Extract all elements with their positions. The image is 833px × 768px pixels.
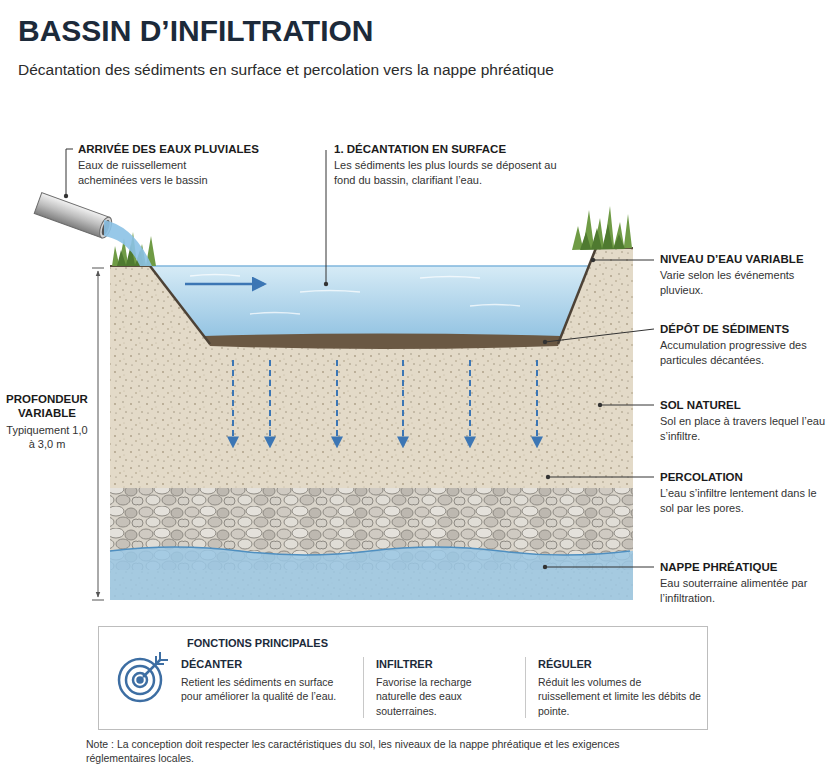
callout-text: Les sédiments les plus lourds se déposen…	[334, 158, 570, 187]
function-column: INFILTRER Favorise la recharge naturelle …	[363, 657, 513, 718]
node-text: Favorise la recharge naturelle des eaux …	[376, 675, 513, 718]
inflow-water	[104, 220, 152, 266]
leader-dot	[64, 194, 68, 198]
grass	[572, 206, 632, 250]
callout-heading: DÉPÔT DE SÉDIMENTS	[660, 322, 826, 336]
leader-line	[593, 260, 654, 261]
percolation-arrow	[536, 360, 538, 446]
callout-heading: NIVEAU D’EAU VARIABLE	[660, 252, 826, 266]
node-heading: DÉCANTER	[181, 657, 351, 671]
leader-dot	[598, 403, 602, 407]
leader-line	[600, 405, 654, 406]
subtitle: Décantation des sédiments en surface et …	[18, 60, 808, 79]
callout-text: Eaux de ruissellement acheminées vers le…	[78, 158, 233, 187]
node-heading: INFILTRER	[376, 657, 513, 671]
leader-line	[326, 150, 327, 284]
percolation-arrow	[336, 360, 338, 446]
callout-heading: 1. DÉCANTATION EN SURFACE	[334, 142, 570, 156]
basin-water	[150, 266, 589, 338]
callout-heading: PERCOLATION	[660, 470, 826, 484]
groundwater-surface	[110, 547, 630, 555]
target-arrow	[143, 660, 160, 677]
callout-text: Varie selon les événements pluvieux.	[660, 268, 826, 297]
callout-text: L’eau s’infiltre lentement dans le sol p…	[660, 486, 826, 515]
node-heading: FONCTIONS PRINCIPALES	[187, 636, 707, 650]
pipe-body	[34, 193, 109, 238]
leader-dots	[64, 194, 602, 569]
inlet-pipe	[34, 193, 114, 240]
node-text: Retient les sédiments en surface pour am…	[181, 675, 351, 703]
groundwater	[110, 547, 633, 600]
dimension-value: Typiquement 1,0 à 3,0 m	[4, 423, 90, 452]
water-surface	[150, 265, 589, 267]
title: BASSIN D’INFILTRATION	[18, 14, 374, 47]
functions-panel: FONCTIONS PRINCIPALES DÉCANTER Retient les…	[98, 626, 708, 730]
note: Note : La conception doit respecter les …	[86, 737, 686, 765]
callout-text: Accumulation progressive des particules …	[660, 338, 826, 367]
natural-soil	[110, 248, 633, 600]
target-ring	[119, 659, 161, 701]
leader-line	[545, 567, 654, 568]
leader-line	[548, 477, 654, 478]
sediment-deposit	[204, 334, 561, 350]
dimension-line	[98, 271, 99, 597]
leader-dot	[324, 282, 328, 286]
leader-lines	[66, 149, 654, 567]
percolation-arrow	[269, 360, 271, 446]
dimension-tick	[92, 268, 104, 269]
percolation-arrow	[232, 360, 234, 446]
leader-dot	[543, 565, 547, 569]
water-ripples	[190, 275, 520, 315]
dimension-tick	[92, 600, 104, 601]
function-column: DÉCANTER Retient les sédiments en surface…	[181, 657, 351, 704]
basin-bank	[558, 248, 596, 344]
leader-line	[545, 329, 654, 342]
flow-arrow	[185, 283, 264, 286]
target-center	[138, 678, 143, 683]
dimension-label: PROFONDEUR VARIABLE	[4, 392, 90, 421]
basin-bank	[150, 266, 210, 344]
callout-text: Eau souterraine alimentée par l’infiltra…	[660, 576, 826, 605]
percolation-arrow	[469, 360, 471, 446]
target-arrow-fletch	[156, 652, 168, 664]
node-text: Réduit les volumes de ruissellement et l…	[538, 675, 701, 718]
target-icon	[119, 652, 168, 701]
percolation-arrows	[233, 360, 537, 446]
grass	[580, 224, 625, 250]
function-column: RÉGULER Réduit les volumes de ruisselleme…	[525, 657, 701, 718]
leader-dot	[543, 340, 547, 344]
callout-heading: SOL NATUREL	[660, 398, 826, 412]
callout-heading: NAPPE PHRÉATIQUE	[660, 560, 826, 574]
leader-line	[66, 149, 73, 196]
callout-text: Sol en place à travers lequel l’eau s’in…	[660, 414, 826, 443]
leader-dot	[546, 475, 550, 479]
node-heading: RÉGULER	[538, 657, 701, 671]
percolation-arrow	[402, 360, 404, 446]
leader-dot	[591, 258, 595, 262]
callout-heading: ARRIVÉE DES EAUX PLUVIALES	[78, 142, 303, 156]
